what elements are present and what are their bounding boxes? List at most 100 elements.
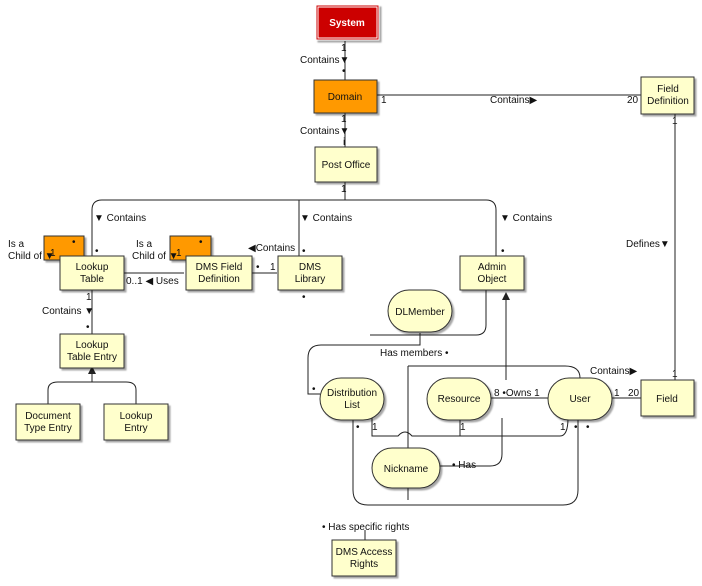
node-dms-field-definition-line1: DMS Field: [196, 262, 243, 273]
mult-admin-top: •: [501, 246, 505, 257]
label-library-contains: ◀Contains: [248, 243, 295, 254]
edge-inherit-entries: [47, 381, 137, 404]
node-post-office[interactable]: Post Office: [314, 146, 378, 183]
relationship-labels: Contains▼ Contains▼ Contains▶ Defines▼ ▼…: [8, 55, 670, 533]
label-has-members: Has members •: [380, 348, 449, 359]
node-dms-library[interactable]: DMS Library: [277, 255, 343, 291]
mult-dl-bottom-left: •: [356, 422, 360, 433]
node-admin-object[interactable]: Admin Object: [459, 255, 525, 291]
mult-po-bottom: 1: [341, 184, 347, 195]
node-dms-access-rights-line1: DMS Access: [336, 547, 393, 558]
node-field[interactable]: Field: [640, 379, 695, 417]
node-admin-object-line1: Admin: [478, 262, 506, 273]
label-system-contains: Contains▼: [300, 55, 349, 66]
mult-fielddef-bottom: 1: [672, 116, 678, 127]
node-distribution-list[interactable]: Distribution List: [319, 377, 385, 421]
dms-selfref-mult: 1: [176, 248, 182, 259]
mult-library-top: •: [302, 246, 306, 257]
node-lookup-entry-line1: Lookup: [120, 411, 153, 422]
mult-fielddef-left: 20: [627, 95, 639, 106]
node-lookup-table-entry[interactable]: Lookup Table Entry: [59, 333, 125, 369]
node-domain[interactable]: Domain: [313, 79, 378, 114]
node-document-type-entry[interactable]: Document Type Entry: [15, 403, 81, 441]
edge-nickname-has: [440, 418, 503, 467]
node-dms-access-rights-line2: Rights: [350, 559, 378, 570]
multiplicities: 1 • 1 20 1 i 1 1 • • • • 1 1 • • 1 1 20 …: [86, 43, 678, 433]
node-lookup-entry-line2: Entry: [124, 423, 147, 434]
mult-domain-right: 1: [381, 95, 387, 106]
edge-postoffice-bus: [91, 182, 346, 260]
label-is-child-of-2-line2: Child of ▼: [132, 251, 179, 262]
mult-user-bottom-mid: •: [574, 422, 578, 433]
inherit-arrow-entry: [88, 366, 96, 374]
mult-lookup-entry-top: •: [86, 322, 90, 333]
node-lookup-entry[interactable]: Lookup Entry: [103, 403, 169, 441]
mult-field-top: 1: [672, 369, 678, 380]
node-dlmember-label: DLMember: [395, 307, 445, 318]
mult-library-bottom: •: [302, 292, 306, 303]
node-field-definition-line2: Definition: [647, 96, 689, 107]
node-dms-access-rights[interactable]: DMS Access Rights: [331, 539, 397, 577]
dms-selfref-dot: •: [199, 237, 203, 248]
node-field-definition[interactable]: Field Definition: [640, 76, 695, 115]
node-nickname[interactable]: Nickname: [371, 447, 441, 489]
node-resource-label: Resource: [438, 394, 481, 405]
label-is-child-of-1-line1: Is a: [8, 239, 25, 250]
node-field-label: Field: [656, 394, 678, 405]
mult-user-bottom-left: 1: [560, 422, 566, 433]
node-lookup-table[interactable]: Lookup Table: [59, 255, 125, 291]
mult-system-bottom: 1: [341, 43, 347, 54]
inherit-arrow-admin: [502, 292, 510, 300]
mult-dl-bottom-right: 1: [372, 422, 378, 433]
mult-domain-top: •: [342, 66, 346, 77]
label-po-contains-lookup: ▼ Contains: [94, 213, 146, 224]
node-user[interactable]: User: [547, 377, 613, 421]
edge-dl-nickname: [371, 417, 569, 437]
node-document-type-entry-line2: Type Entry: [24, 423, 72, 434]
label-uses: 0..1 ◀ Uses: [126, 276, 179, 287]
label-defines: Defines▼: [626, 239, 670, 250]
label-user-contains-field: Contains▶: [590, 366, 637, 377]
label-po-contains-admin: ▼ Contains: [500, 213, 552, 224]
connectors: [43, 41, 676, 540]
lookup-selfref-dot: •: [72, 237, 76, 248]
node-system[interactable]: System: [315, 4, 380, 41]
node-domain-label: Domain: [328, 92, 362, 103]
mult-lookup-bottom: 1: [86, 292, 92, 303]
mult-lookup-top: •: [95, 246, 99, 257]
node-lookup-table-line1: Lookup: [76, 262, 109, 273]
node-nickname-label: Nickname: [384, 464, 429, 475]
label-domain-fielddef-contains: Contains▶: [490, 95, 537, 106]
mult-dl-left: •: [312, 384, 316, 395]
label-lookup-contains: Contains ▼: [42, 306, 94, 317]
node-dms-field-definition[interactable]: DMS Field Definition: [185, 255, 253, 291]
node-dms-field-definition-line2: Definition: [198, 274, 240, 285]
mult-resource-bottom: 1: [460, 422, 466, 433]
edge-hasmembers: [408, 365, 581, 380]
mult-user-bottom-right: •: [586, 422, 590, 433]
node-user-label: User: [569, 394, 591, 405]
node-distribution-list-line2: List: [344, 400, 360, 411]
mult-domain-bottom: 1: [341, 114, 347, 125]
node-dms-library-line1: DMS: [299, 262, 322, 273]
node-resource[interactable]: Resource: [426, 377, 492, 421]
mult-field-left: 20: [628, 388, 640, 399]
lookup-selfref-mult: 1: [50, 248, 56, 259]
node-dlmember[interactable]: DLMember: [387, 289, 453, 333]
label-has-specific-rights: • Has specific rights: [322, 522, 409, 533]
node-lookup-table-line2: Table: [80, 274, 104, 285]
node-field-definition-line1: Field: [657, 84, 679, 95]
label-has: • Has: [452, 460, 476, 471]
node-system-label: System: [329, 18, 365, 29]
node-post-office-label: Post Office: [322, 160, 371, 171]
label-owns: 8 •Owns 1: [494, 388, 540, 399]
label-is-child-of-1-line2: Child of ▼: [8, 251, 55, 262]
edge-dlmember-loop: [307, 333, 421, 395]
label-domain-contains: Contains▼: [300, 126, 349, 137]
node-lookup-table-entry-line1: Lookup: [76, 340, 109, 351]
edge-dl-user-bottom: [352, 418, 579, 506]
mult-fielddef-dms-right: •: [256, 262, 260, 273]
label-is-child-of-2-line1: Is a: [136, 239, 153, 250]
node-document-type-entry-line1: Document: [25, 411, 71, 422]
